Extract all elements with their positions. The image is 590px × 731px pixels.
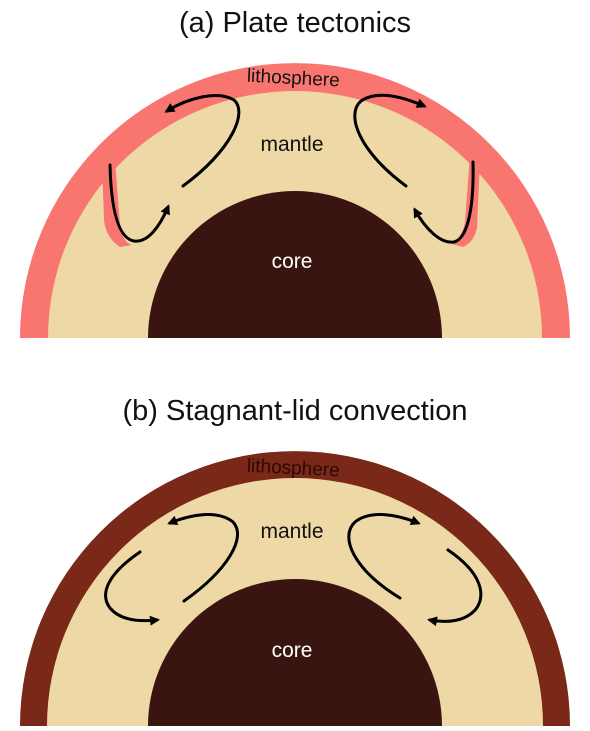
panel-a-arrow-left-top xyxy=(164,94,241,188)
panel-b-core xyxy=(148,579,442,726)
panel-b-arrow-left-top xyxy=(167,513,239,603)
panel-a-arrow-right-bottom xyxy=(413,160,475,244)
panel-b-diagram: lithosphere mantle core xyxy=(20,451,570,726)
panel-a-core xyxy=(148,191,442,338)
panel-a-core-label: core xyxy=(272,250,313,273)
panel-b-title: (b) Stagnant-lid convection xyxy=(122,395,468,427)
panel-a-lithosphere-label: lithosphere xyxy=(246,66,340,92)
panel-b-arrow-left-bottom xyxy=(104,550,160,626)
panel-b-arrow-right-top xyxy=(347,513,421,600)
panel-b-arrow-right-bottom xyxy=(427,548,483,627)
panel-a-mantle-label: mantle xyxy=(260,133,323,156)
panel-a-title: (a) Plate tectonics xyxy=(178,7,412,39)
panel-b-lithosphere-label: lithosphere xyxy=(246,456,340,482)
panel-b-mantle-label: mantle xyxy=(260,520,323,543)
panel-a-arrow-left-bottom xyxy=(108,163,170,243)
panel-a-arrow-right-top xyxy=(353,93,427,188)
panel-b-core-label: core xyxy=(272,639,313,662)
panel-a-diagram: lithosphere mantle core xyxy=(20,63,570,339)
